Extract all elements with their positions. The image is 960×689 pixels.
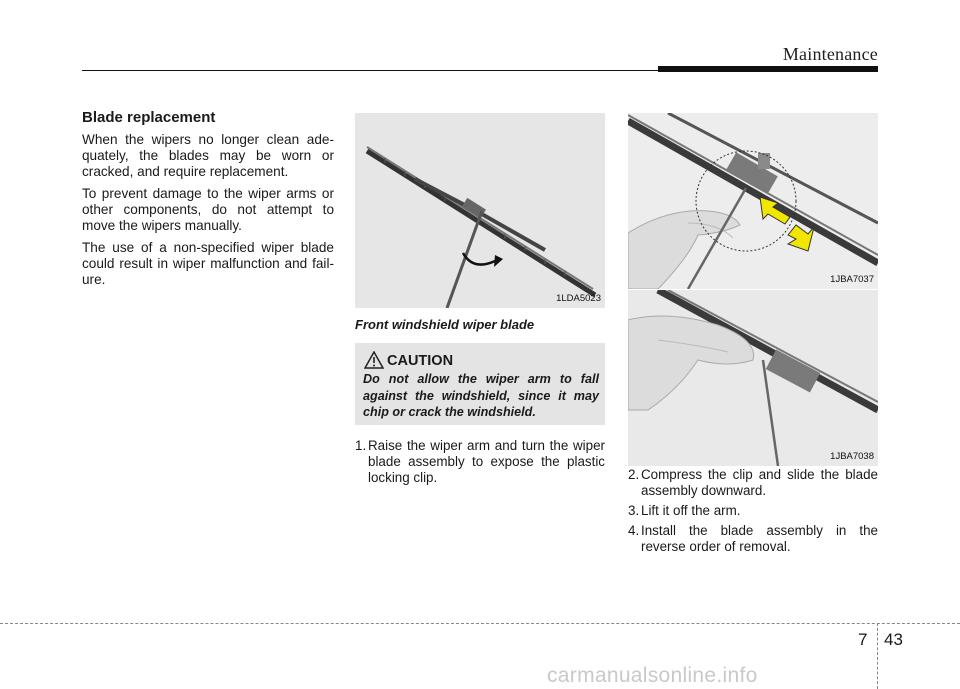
section-title: Maintenance (782, 44, 878, 64)
footer-rule (0, 623, 960, 624)
paragraph: To prevent damage to the wiper arms or o… (82, 186, 334, 233)
caution-text: Do not allow the wiper arm to fall again… (363, 372, 599, 419)
warning-icon (364, 351, 384, 369)
clip-figure: 1JBA7037 (628, 113, 878, 289)
blade-replacement-section: Blade replacement When the wipers no lon… (82, 110, 334, 294)
figure-code: 1JBA7038 (830, 451, 874, 462)
step-text: Install the blade assembly in the revers… (641, 523, 878, 554)
removal-illustration (628, 290, 878, 466)
step-text: Compress the clip and slide the blade as… (641, 467, 878, 498)
section-heading: Blade replacement (82, 109, 216, 126)
step-text: Lift it off the arm. (641, 503, 741, 518)
step-item: 4. Install the blade assembly in the rev… (628, 523, 878, 555)
header-rule-thick (658, 66, 878, 72)
figure-code: 1LDA5023 (556, 293, 601, 304)
step-number: 2. (628, 467, 640, 482)
chapter-number: 7 (858, 630, 868, 649)
figure-caption: Front windshield wiper blade (355, 317, 535, 332)
steps-list: 1. Raise the wiper arm and turn the wipe… (355, 438, 605, 490)
step-number: 1. (355, 438, 367, 453)
step-number: 4. (628, 523, 640, 538)
paragraph: The use of a non-specified wiper blade c… (82, 240, 334, 287)
steps-list: 2. Compress the clip and slide the blade… (628, 467, 878, 559)
figure-code: 1JBA7037 (830, 274, 874, 285)
caution-box: CAUTION Do not allow the wiper arm to fa… (355, 343, 605, 425)
footer-divider (877, 623, 878, 689)
step-text: Raise the wiper arm and turn the wiper b… (368, 438, 605, 485)
page-number: 43 (884, 630, 903, 649)
wiper-blade-illustration (365, 146, 597, 308)
step-item: 3. Lift it off the arm. (628, 503, 878, 519)
wiper-blade-figure: 1LDA5023 (355, 113, 605, 308)
removal-figure: 1JBA7038 (628, 290, 878, 466)
clip-illustration (628, 113, 878, 289)
step-number: 3. (628, 503, 640, 518)
paragraph: When the wipers no longer clean ade-quat… (82, 132, 334, 179)
caution-title: CAUTION (387, 353, 454, 369)
step-item: 2. Compress the clip and slide the blade… (628, 467, 878, 499)
header-rule (82, 70, 732, 71)
step-item: 1. Raise the wiper arm and turn the wipe… (355, 438, 605, 486)
watermark: carmanualsonline.info (547, 664, 758, 687)
